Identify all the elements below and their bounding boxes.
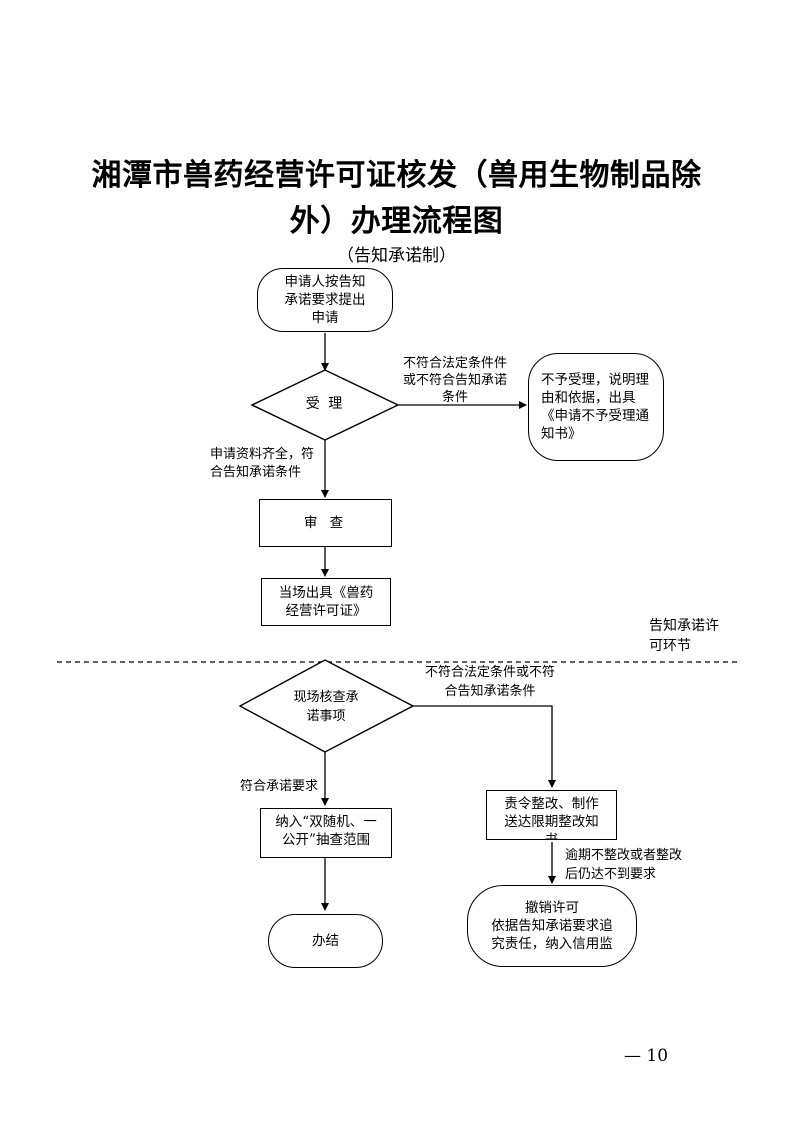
accept-diamond (250, 369, 400, 441)
page-subtitle: （告知承诺制） (337, 246, 456, 266)
random-inspection-node: 纳入“双随机、一公开”抽查范围 (260, 808, 392, 858)
verify-node-text: 现场核查承诺事项 (293, 690, 359, 724)
issue-license-node: 当场出具《兽药经营许可证》 (261, 578, 391, 626)
done-node-text: 办结 (312, 933, 339, 949)
start-node: 申请人按告知承诺要求提出申请 (257, 268, 393, 332)
rectify-order-node: 责令整改、制作送达限期整改知书 (486, 790, 617, 840)
label-overdue: 逾期不整改或者整改后仍达不到要求 (565, 848, 683, 882)
done-node: 办结 (268, 914, 383, 968)
random-inspection-text: 纳入“双随机、一公开”抽查范围 (275, 814, 377, 848)
label-meets-commitment: 符合承诺要求 (240, 779, 319, 794)
review-node: 审 查 (259, 499, 392, 547)
review-node-text: 审 查 (303, 515, 348, 531)
label-not-meet-conditions: 不符合法定条件件或不符合告知承诺条件 (402, 356, 507, 405)
revoke-license-node: 撤销许可 依据告知承诺要求追究责任，纳入信用监 (467, 885, 637, 967)
label-materials-complete: 申请资料齐全，符合告知承诺条件 (210, 447, 315, 480)
accept-node-text: 受 理 (305, 396, 345, 412)
revoke-license-title: 撤销许可 (525, 900, 579, 916)
arrow-verify-to-rectify (413, 705, 556, 788)
page-title-line2: 外）办理流程图 (289, 204, 504, 239)
label-not-meet-commitment: 不符合法定条件或不符合告知承诺条件 (424, 665, 555, 699)
reject-node-text: 不予受理，说明理由和依据，出具《申请不予受理通知书》 (541, 372, 649, 442)
verify-diamond (238, 659, 415, 753)
start-node-text: 申请人按告知承诺要求提出申请 (284, 274, 366, 326)
reject-node: 不予受理，说明理由和依据，出具《申请不予受理通知书》 (528, 353, 664, 461)
issue-license-text: 当场出具《兽药经营许可证》 (278, 585, 374, 619)
revoke-license-text: 依据告知承诺要求追究责任，纳入信用监 (491, 918, 613, 952)
page-number: — 10 (624, 1046, 669, 1066)
page-title: 湘潭市兽药经营许可证核发（兽用生物制品除 (91, 158, 702, 193)
rectify-order-text: 责令整改、制作送达限期整改知书 (504, 796, 599, 840)
section-tag-commitment: 告知承诺许可环节 (649, 618, 719, 654)
